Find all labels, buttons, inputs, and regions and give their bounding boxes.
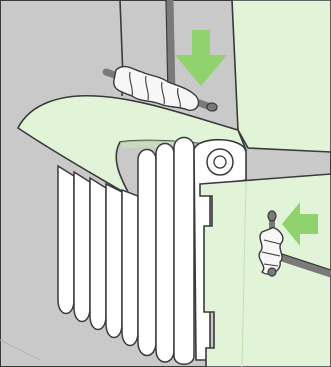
wallpaper-seam [170,0,172,96]
